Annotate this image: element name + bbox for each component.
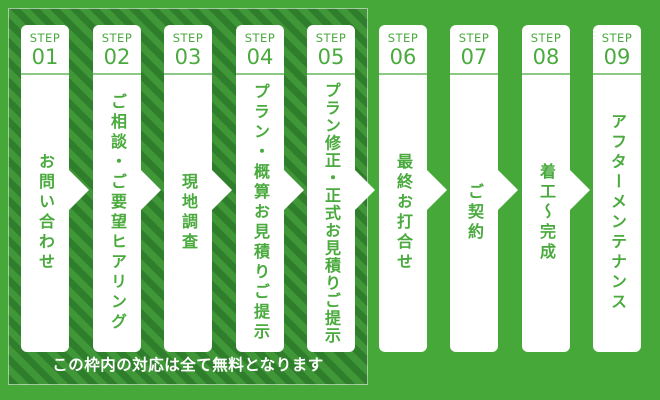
- step-title-area: プラン・概算お見積りご提示: [236, 75, 284, 353]
- step-header: STEP 01: [21, 25, 69, 68]
- step-header-divider: [450, 72, 498, 75]
- step-title: ご契約: [465, 183, 484, 244]
- step-header-divider: [593, 72, 641, 75]
- step-title: アフターメンテナンス: [608, 113, 627, 314]
- step-title-area: お問い合わせ: [21, 75, 69, 353]
- free-service-note: この枠内の対応は全て無料となります: [52, 356, 324, 375]
- step-header: STEP 03: [164, 25, 212, 68]
- step-word-label: STEP: [387, 31, 419, 45]
- step-header: STEP 06: [379, 25, 427, 68]
- step-number: 02: [103, 44, 131, 69]
- step-title-area: ご相談・ご要望ヒアリング: [93, 75, 141, 353]
- step-number: 01: [31, 44, 59, 69]
- step-word-label: STEP: [101, 31, 133, 45]
- step-word-label: STEP: [172, 31, 204, 45]
- step-title: プラン修正・正式お見積りご提示: [322, 82, 341, 345]
- arrow-right-icon: [211, 169, 232, 211]
- arrow-right-icon: [68, 169, 89, 211]
- step-column-06: STEP 06 最終お打合せ: [379, 25, 447, 353]
- step-header-divider: [236, 72, 284, 75]
- step-title-area: ご契約: [450, 75, 498, 353]
- step-number: 06: [389, 44, 417, 69]
- step-column-03: STEP 03 現地調査: [164, 25, 232, 353]
- step-header: STEP 02: [93, 25, 141, 68]
- step-header: STEP 05: [307, 25, 355, 68]
- step-number: 07: [460, 44, 488, 69]
- step-word-label: STEP: [530, 31, 562, 45]
- step-header: STEP 04: [236, 25, 284, 68]
- step-header: STEP 09: [593, 25, 641, 68]
- step-word-label: STEP: [601, 31, 633, 45]
- step-title-area: 着工〜完成: [522, 75, 570, 353]
- step-header-divider: [21, 72, 69, 75]
- step-word-label: STEP: [315, 31, 347, 45]
- arrow-right-icon: [426, 169, 447, 211]
- arrow-right-icon: [497, 169, 518, 211]
- arrow-right-icon: [354, 169, 375, 211]
- step-header-divider: [93, 72, 141, 75]
- step-title-area: プラン修正・正式お見積りご提示: [307, 75, 355, 353]
- step-title-area: アフターメンテナンス: [593, 75, 641, 353]
- step-header-divider: [164, 72, 212, 75]
- step-number: 09: [603, 44, 631, 69]
- step-column-08: STEP 08 着工〜完成: [522, 25, 590, 353]
- step-title-area: 最終お打合せ: [379, 75, 427, 353]
- step-number: 03: [174, 44, 202, 69]
- step-header-divider: [522, 72, 570, 75]
- step-column-04: STEP 04 プラン・概算お見積りご提示: [236, 25, 304, 353]
- step-title-area: 現地調査: [164, 75, 212, 353]
- step-title: お問い合わせ: [36, 153, 55, 274]
- arrow-right-icon: [140, 169, 161, 211]
- step-title: ご相談・ご要望ヒアリング: [108, 93, 127, 334]
- step-column-02: STEP 02 ご相談・ご要望ヒアリング: [93, 25, 161, 353]
- step-title: 現地調査: [179, 173, 198, 254]
- step-word-label: STEP: [458, 31, 490, 45]
- step-header: STEP 07: [450, 25, 498, 68]
- step-column-05: STEP 05 プラン修正・正式お見積りご提示: [307, 25, 375, 353]
- step-column-09: STEP 09 アフターメンテナンス: [593, 25, 641, 352]
- step-title: 最終お打合せ: [394, 153, 413, 274]
- arrow-right-icon: [569, 169, 590, 211]
- step-number: 04: [246, 44, 274, 69]
- step-header: STEP 08: [522, 25, 570, 68]
- step-word-label: STEP: [244, 31, 276, 45]
- step-header-divider: [379, 72, 427, 75]
- arrow-right-icon: [283, 169, 304, 211]
- step-title: プラン・概算お見積りご提示: [251, 83, 270, 344]
- step-header-divider: [307, 72, 355, 75]
- step-number: 05: [317, 44, 345, 69]
- step-column-07: STEP 07 ご契約: [450, 25, 518, 353]
- step-title: 着工〜完成: [537, 163, 556, 264]
- step-column-01: STEP 01 お問い合わせ: [21, 25, 89, 353]
- step-number: 08: [532, 44, 560, 69]
- step-word-label: STEP: [29, 31, 61, 45]
